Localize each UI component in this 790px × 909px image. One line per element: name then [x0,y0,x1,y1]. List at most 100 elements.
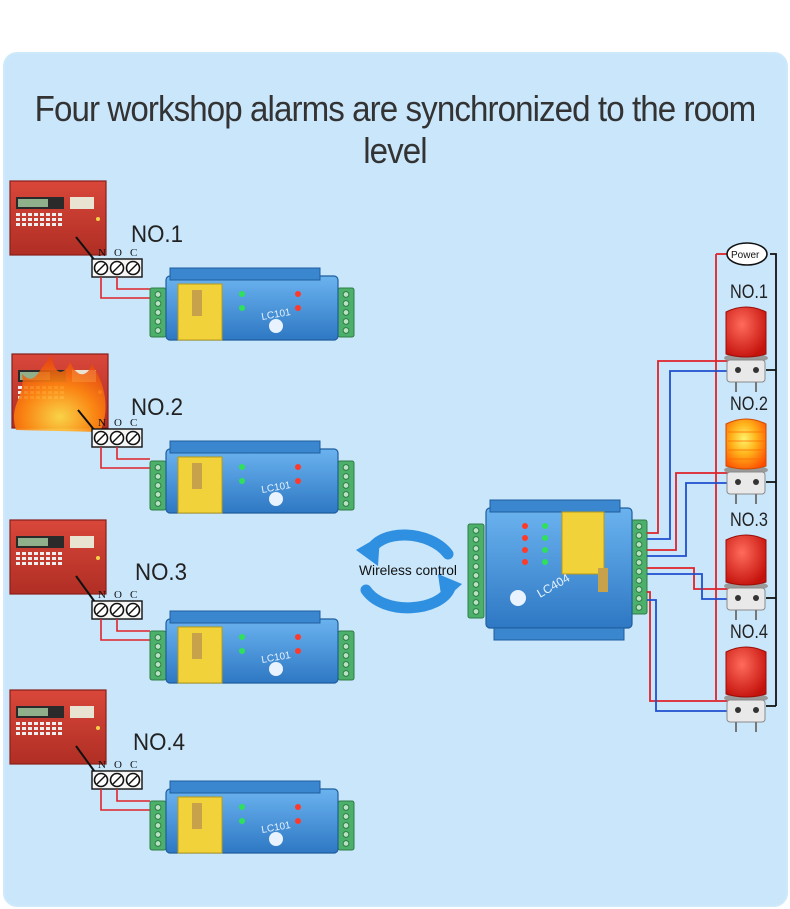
terminal-screw [472,554,480,561]
unit-label: NO.2 [131,394,183,421]
terminal-screw [472,536,480,543]
cabinet-key [28,552,32,555]
warning-light-1: NO.1 [724,282,768,392]
red-wire [647,567,736,590]
terminal-letter: N [98,759,106,771]
unit-label: NO.3 [135,559,187,586]
cabinet-key [46,727,50,730]
relay-led [522,535,528,541]
terminal-letter: N [98,417,106,429]
red-wire [116,619,150,632]
light-dome [725,418,767,470]
cabinet-key [46,552,50,555]
cabinet-key [46,562,50,565]
cabinet-key [22,557,26,560]
cabinet-key [18,386,22,389]
cabinet-key [40,732,44,735]
brand-logo [510,590,526,606]
light-screw [753,367,759,373]
cabinet-key [16,562,20,565]
receiver-module: LC404 [467,499,648,641]
terminal-screw [342,464,350,471]
cabinet-key [18,391,22,394]
cabinet-key [52,552,56,555]
cabinet-lock [96,726,100,730]
terminal-screw [472,563,480,570]
antenna-connector [192,633,202,659]
screw-slot [128,605,138,615]
output-wiring [647,253,777,712]
antenna-connector [192,290,202,316]
cabinet-key [52,562,56,565]
terminal-screw [154,822,162,829]
terminal-screw [154,831,162,838]
cabinet-key [34,722,38,725]
screw-slot [112,775,122,785]
red-wire [100,789,150,811]
terminal-letter: O [114,247,122,259]
power-source: Power [726,242,768,266]
cabinet-key [22,213,26,216]
relay-led [542,547,548,553]
status-led [239,478,245,484]
status-led [239,818,245,824]
screw-slot [112,433,122,443]
terminal-screw [154,661,162,668]
module-top-rail [169,780,321,794]
cabinet-key [34,223,38,226]
light-screw [735,479,741,485]
cabinet-key [22,552,26,555]
module-model-text: LC101 [261,650,292,666]
light-base [726,699,766,723]
terminal-screw [472,545,480,552]
light-base [726,359,766,383]
terminal-screw [342,831,350,838]
brand-logo [269,832,283,846]
terminal-screw [635,559,643,566]
terminal-screw [342,291,350,298]
cabinet-key [40,727,44,730]
cabinet-key [40,552,44,555]
blue-wire [647,370,736,540]
cabinet-lock [96,217,100,221]
relay-led [542,523,548,529]
terminal-screw [635,604,643,611]
screw-slot [112,605,122,615]
cabinet-key [40,722,44,725]
cabinet-key [16,218,20,221]
cabinet-key [16,727,20,730]
antenna-connector [598,568,608,592]
cabinet-key [58,552,62,555]
terminal-screw [472,608,480,615]
warning-light-2: NO.2 [724,394,768,504]
terminal-screw [154,643,162,650]
red-wire [647,360,736,534]
light-screw [753,595,759,601]
module-top-rail [169,267,321,281]
cabinet-key [22,727,26,730]
arrow-head-left [356,536,380,566]
cabinet-key [52,223,56,226]
cabinet-key [58,213,62,216]
cabinet-key [46,732,50,735]
blue-wire [647,573,736,600]
screw-slot [128,263,138,273]
cabinet-key [58,223,62,226]
cabinet-key [40,223,44,226]
alarm-cabinet [9,180,107,256]
cabinet-key [58,218,62,221]
cabinet-key [46,722,50,725]
cabinet-key [22,223,26,226]
terminal-screw [154,840,162,847]
screw-slot [128,775,138,785]
terminal-screw [342,840,350,847]
light-screw [735,707,741,713]
terminal-screw [154,500,162,507]
fire-flames [13,356,106,432]
cabinet-key [16,722,20,725]
cabinet-screen [20,372,50,380]
light-label: NO.2 [730,394,768,415]
terminal-screw [154,291,162,298]
module-top-rail [169,610,321,624]
cabinet-screen [18,538,48,546]
